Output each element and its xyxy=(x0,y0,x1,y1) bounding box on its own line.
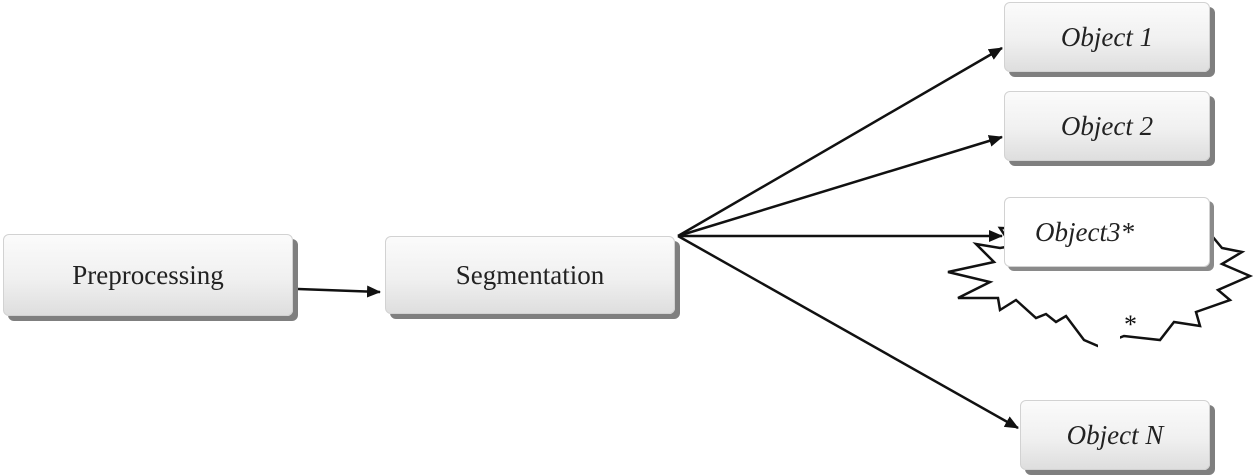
arrow-segmentation-to-object2 xyxy=(677,135,1003,238)
node-object-2: Object 2 xyxy=(1004,91,1210,161)
arrow-segmentation-to-object1 xyxy=(677,46,1003,238)
node-segmentation: Segmentation xyxy=(385,236,675,314)
node-object-3-label: Object3* xyxy=(1035,216,1134,247)
node-object-1: Object 1 xyxy=(1004,2,1210,72)
arrow-segmentation-to-objectN xyxy=(677,234,1019,430)
node-preprocessing-label: Preprocessing xyxy=(72,259,224,290)
node-object-2-label: Object 2 xyxy=(1060,110,1154,141)
node-segmentation-label: Segmentation xyxy=(455,259,605,290)
node-preprocessing: Preprocessing xyxy=(3,234,293,316)
starburst-asterisk: * xyxy=(1124,310,1137,339)
node-object-1-label: Object 1 xyxy=(1060,21,1154,52)
arrow-preprocessing-to-segmentation xyxy=(297,285,381,298)
node-object-3: Object3* xyxy=(1004,197,1210,267)
node-object-n: Object N xyxy=(1020,400,1210,470)
starburst-gap xyxy=(1098,330,1120,350)
node-object-n-label: Object N xyxy=(1066,419,1164,450)
